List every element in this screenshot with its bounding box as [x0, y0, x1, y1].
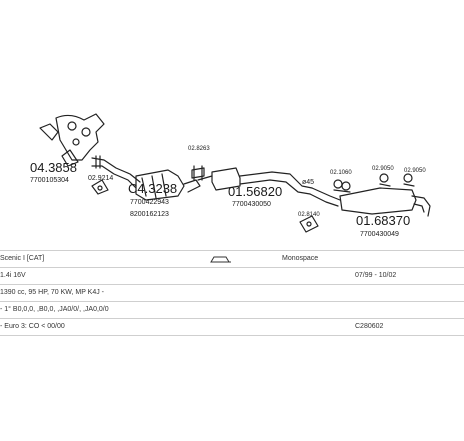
clamp-1-part [191, 165, 205, 181]
downpipe-part [91, 155, 141, 189]
rear-ref: 7700430049 [360, 231, 399, 238]
clamp-size-code: ø45 [302, 179, 314, 186]
gasket-1-part [91, 179, 109, 195]
spec-table: Scenic I [CAT] Monospace 1.4i 16V 07/99 … [0, 250, 464, 336]
clamp-1-code: 02.8263 [188, 146, 210, 152]
hanger-1-part [333, 179, 351, 193]
spec-row: 1390 cc, 95 HP, 70 KW, MP K4J - [0, 285, 464, 302]
chassis-codes: - 1° B0,0,0, ,B0,0, ,JA0/0/, ,JA0,0/0 [0, 306, 109, 313]
gasket-1-code: 02.9214 [88, 175, 113, 182]
variant-name: Monospace [282, 255, 319, 262]
car-mount-icon [210, 256, 231, 263]
cat-ref-1: 7700422943 [130, 199, 169, 206]
hanger-1-code: 02.1060 [330, 170, 352, 176]
cat-ref-2: 8200162123 [130, 211, 169, 218]
spec-row: - 1° B0,0,0, ,B0,0, ,JA0/0/, ,JA0,0/0 [0, 302, 464, 319]
gasket-2-part [299, 215, 319, 233]
spec-row: - Euro 3: CO < 00/00 C280602 [0, 319, 464, 336]
middle-silencer-part [197, 167, 313, 195]
gasket-2-code: 02.8140 [298, 212, 320, 218]
rear-silencer-part [309, 187, 431, 217]
emission-standard: - Euro 3: CO < 00/00 [0, 323, 65, 330]
manifold-ref: 7700105304 [30, 177, 69, 184]
kit-code: C280602 [355, 323, 384, 330]
hanger-2-part [379, 173, 391, 187]
spec-row: Scenic I [CAT] Monospace [0, 250, 464, 268]
middle-ref: 7700430050 [232, 201, 271, 208]
catalytic-converter-part [135, 169, 201, 201]
hanger-3-part [403, 173, 415, 187]
production-dates: 07/99 - 10/02 [355, 272, 397, 279]
engine-spec: 1390 cc, 95 HP, 70 KW, MP K4J - [0, 289, 105, 296]
hanger-2-code: 02.9050 [372, 166, 394, 172]
rear-code: 01.68370 [356, 213, 410, 228]
spec-row: 1.4i 16V 07/99 - 10/02 [0, 268, 464, 285]
middle-code: 01.56820 [228, 184, 282, 199]
model-name: Scenic I [CAT] [0, 255, 45, 262]
exhaust-system-diagram: 04.3858 7700105304 02.9214 C4.3238 77004… [30, 113, 431, 238]
manifold-code: 04.3858 [30, 160, 77, 175]
engine-name: 1.4i 16V [0, 272, 26, 279]
cat-code: C4.3238 [128, 181, 177, 196]
hanger-3-code: 02.9050 [404, 168, 426, 174]
manifold-part [39, 113, 105, 167]
